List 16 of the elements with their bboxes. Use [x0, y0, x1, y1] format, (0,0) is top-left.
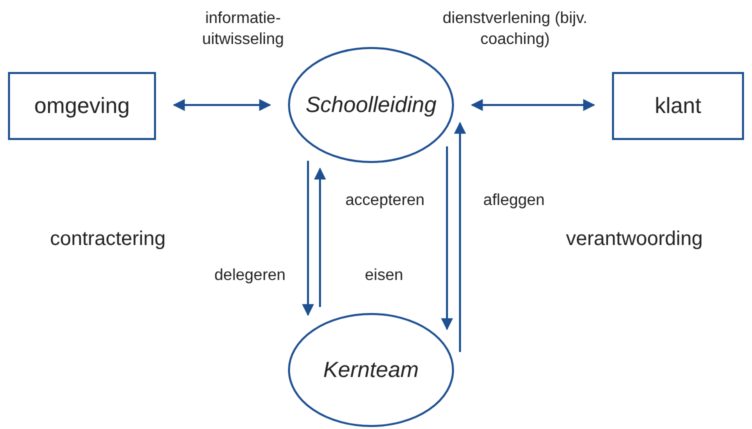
ellipse-node	[288, 313, 454, 427]
ellipse-node	[288, 47, 454, 163]
node-label: Kernteam	[323, 357, 419, 383]
node-label: klant	[654, 93, 702, 119]
arrow	[470, 99, 596, 111]
arrow	[302, 160, 314, 316]
arrow	[441, 146, 453, 330]
node-label: Schoolleiding	[306, 92, 436, 118]
arrow	[172, 99, 272, 111]
arrow	[454, 122, 466, 352]
group-label: verantwoording	[566, 228, 703, 251]
group-label: contractering	[50, 228, 166, 251]
process-box	[612, 72, 744, 140]
node-label: omgeving	[34, 93, 130, 119]
arrow	[314, 168, 326, 308]
process-box	[8, 72, 156, 140]
